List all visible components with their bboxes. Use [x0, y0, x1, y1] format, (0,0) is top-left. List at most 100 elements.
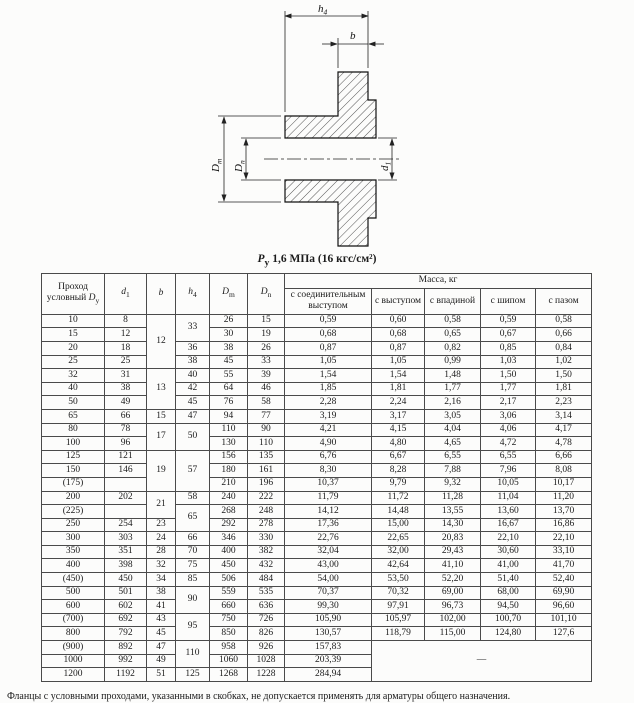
table-cell: 118,79	[371, 626, 425, 642]
table-cell	[104, 504, 147, 519]
table-cell: 43,00	[284, 558, 372, 574]
table-cell: 330	[247, 531, 285, 546]
table-cell: 602	[104, 599, 147, 614]
table-cell: 0,68	[371, 327, 425, 342]
table-cell: 432	[247, 558, 285, 574]
table-cell: 96	[104, 436, 147, 451]
table-cell: 100,70	[480, 612, 536, 628]
table-cell: 0,66	[534, 327, 593, 342]
table-cell: 26	[209, 313, 248, 329]
table-cell: 22,76	[284, 531, 372, 546]
table-cell: 130	[209, 436, 248, 451]
table-cell: 4,15	[371, 422, 425, 438]
table-cell: 64	[209, 381, 248, 397]
table-cell: 0,60	[371, 313, 425, 329]
table-cell: 8,30	[284, 463, 372, 478]
table-cell: 19	[146, 449, 176, 492]
table-cell: 10,05	[480, 476, 536, 492]
table-cell: 16,67	[480, 517, 536, 533]
table-cell: 450	[104, 572, 147, 587]
table-cell: 4,06	[480, 422, 536, 438]
table-cell: (900)	[41, 640, 105, 655]
table-cell: 41,00	[480, 558, 536, 574]
table-cell: 66	[175, 531, 210, 546]
table-cell: 1,05	[284, 354, 372, 370]
table-cell: 22,10	[480, 531, 536, 546]
table-cell: 750	[209, 612, 248, 628]
table-cell: 0,85	[480, 340, 536, 356]
svg-text:Dn: Dn	[233, 160, 247, 173]
col-header-dn: Dn	[247, 273, 285, 315]
table-cell: 17,36	[284, 517, 372, 533]
table-cell: 130,57	[284, 626, 372, 642]
table-cell: 50	[41, 395, 105, 410]
table-cell: 250	[41, 517, 105, 533]
dim-dm	[218, 115, 281, 203]
table-cell: 95	[175, 612, 210, 642]
table-cell: 4,78	[534, 436, 593, 451]
table-cell: 41,70	[534, 558, 593, 574]
table-cell: 0,59	[480, 313, 536, 329]
table-cell: 726	[247, 612, 285, 628]
table-cell: 559	[209, 585, 248, 601]
table-cell: 8	[104, 313, 147, 329]
table-cell: 54,00	[284, 572, 372, 587]
table-cell: 1,81	[534, 381, 593, 397]
table-cell: 30,60	[480, 544, 536, 560]
table-cell: 1,54	[284, 368, 372, 383]
table-cell: 400	[209, 544, 248, 560]
table-cell: 398	[104, 558, 147, 574]
pressure-title: Pу 1,6 МПа (16 кгс/см²)	[0, 253, 634, 268]
table-cell: 826	[247, 626, 285, 642]
table-cell: 0,59	[284, 313, 372, 329]
d1-label: d1	[379, 162, 393, 171]
dim-dn	[241, 137, 281, 181]
table-cell: 38	[104, 381, 147, 397]
table-cell: 303	[104, 531, 147, 546]
table-cell: 3,14	[534, 408, 593, 424]
table-cell: 26	[247, 340, 285, 356]
table-cell: 50	[175, 422, 210, 451]
table-cell: 6,55	[424, 449, 481, 465]
table-cell: 2,28	[284, 395, 372, 410]
table-cell: 992	[104, 653, 147, 669]
table-cell: 2,23	[534, 395, 593, 410]
table-cell: 0,58	[424, 313, 481, 329]
table-cell: 2,24	[371, 395, 425, 410]
table-cell: 350	[41, 544, 105, 560]
table-cell: 0,82	[424, 340, 481, 356]
svg-text:Dm: Dm	[210, 158, 224, 173]
col-header-mass-protrusion: с выступом	[371, 287, 425, 315]
table-cell: 4,04	[424, 422, 481, 438]
table-cell: 52,20	[424, 572, 481, 587]
col-header-mass-joint: с соединительным выступом	[284, 287, 372, 315]
table-cell: 7,88	[424, 463, 481, 478]
table-cell: 3,19	[284, 408, 372, 424]
table-cell: 70,32	[371, 585, 425, 601]
table-cell: 14,30	[424, 517, 481, 533]
table-cell: 97,91	[371, 599, 425, 614]
table-cell: 11,28	[424, 490, 481, 506]
table-cell: 196	[247, 476, 285, 492]
table-cell: 450	[209, 558, 248, 574]
table-cell: 4,21	[284, 422, 372, 438]
table-cell: 55	[209, 368, 248, 383]
table-cell: 96,73	[424, 599, 481, 614]
table-cell: 240	[209, 490, 248, 506]
table-cell: 28	[146, 544, 176, 560]
table-cell: 33	[175, 313, 210, 342]
table-cell: 13,60	[480, 504, 536, 519]
table-cell: 351	[104, 544, 147, 560]
dn-label: Dn	[233, 160, 247, 173]
table-cell: 20	[41, 340, 105, 356]
table-cell: 850	[209, 626, 248, 642]
table-cell: 96,60	[534, 599, 593, 614]
table-cell: 36	[175, 340, 210, 356]
